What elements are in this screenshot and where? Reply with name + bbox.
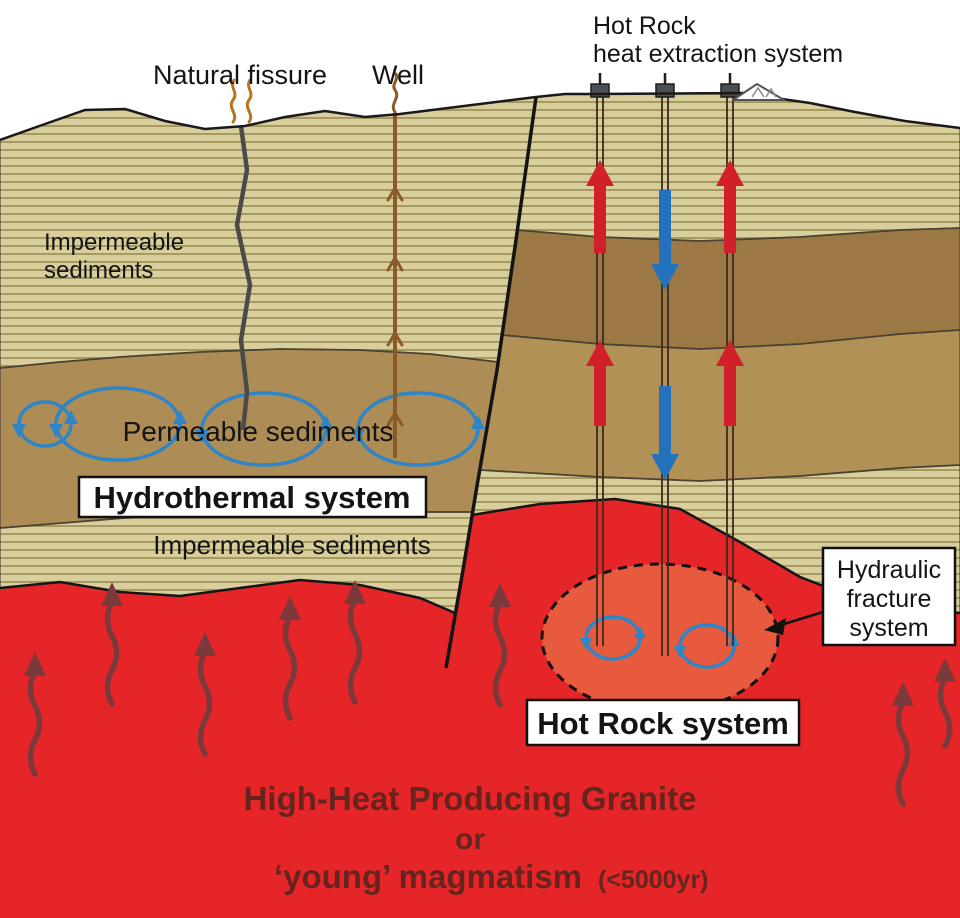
right-boundary-1 bbox=[516, 227, 960, 242]
heat-extraction-label-line1: Hot Rock bbox=[593, 12, 696, 40]
fault-line bbox=[444, 96, 538, 669]
magma-upflow-arrows bbox=[24, 580, 956, 807]
heat-extraction-label-line2: heat extraction system bbox=[593, 40, 843, 68]
hydraulic-label-line1: Hydraulic bbox=[837, 556, 941, 584]
natural-fissure-crack bbox=[234, 125, 253, 431]
right-boundary-3 bbox=[479, 464, 960, 482]
well-label: Well bbox=[372, 60, 424, 90]
hotrock-label-box bbox=[525, 698, 801, 747]
hydraulic-label-line2: fracture bbox=[847, 585, 932, 613]
wellhead-unit bbox=[655, 83, 675, 98]
hydraulic-pointer-head bbox=[764, 618, 786, 635]
right-mid-brown-layer bbox=[479, 329, 960, 482]
right-boundary-2 bbox=[501, 329, 960, 350]
background-hill bbox=[732, 83, 785, 101]
hydrothermal-convection-cells bbox=[12, 386, 485, 467]
well-flow-chevrons bbox=[386, 185, 404, 427]
hydrothermal-label: Hydrothermal system bbox=[93, 480, 410, 515]
granite-label-line2: or bbox=[455, 823, 485, 856]
magma-arrow-heads bbox=[24, 580, 956, 706]
hydraulic-label-line3: system bbox=[849, 614, 928, 642]
impermeable-upper-label-line2: sediments bbox=[44, 257, 153, 284]
wellhead-unit bbox=[720, 83, 740, 98]
granite-label-line1: High-Heat Producing Granite bbox=[244, 780, 697, 817]
hydraulic-pointer-line bbox=[783, 610, 824, 626]
granite-label-line3a: ‘young’ magmatism bbox=[274, 858, 582, 895]
granite-label-line3b: (<5000yr) bbox=[598, 866, 709, 894]
fracture-zone-convection-cells bbox=[580, 615, 740, 669]
permeable-label: Permeable sediments bbox=[123, 416, 394, 447]
cold-water-down-arrows bbox=[651, 190, 679, 480]
impermeable-lower-label: Impermeable sediments bbox=[153, 530, 430, 560]
ridge-marks bbox=[751, 86, 777, 98]
hotrock-system-label: Hot Rock system bbox=[537, 706, 789, 741]
hydraulic-fracture-zone bbox=[540, 562, 780, 714]
well-top-squiggle bbox=[391, 72, 399, 114]
natural-fissure-label: Natural fissure bbox=[153, 60, 327, 90]
hydraulic-label-box bbox=[821, 546, 957, 647]
wellhead-stubs bbox=[598, 73, 732, 84]
hot-water-up-arrows bbox=[586, 160, 744, 426]
ground-surface-left bbox=[0, 95, 537, 142]
hydrothermal-label-box bbox=[77, 475, 428, 519]
fissure-heat-squiggles bbox=[229, 78, 253, 124]
impermeable-upper-label-line1: Impermeable bbox=[44, 229, 184, 256]
magma-arrow-tails bbox=[27, 597, 953, 807]
